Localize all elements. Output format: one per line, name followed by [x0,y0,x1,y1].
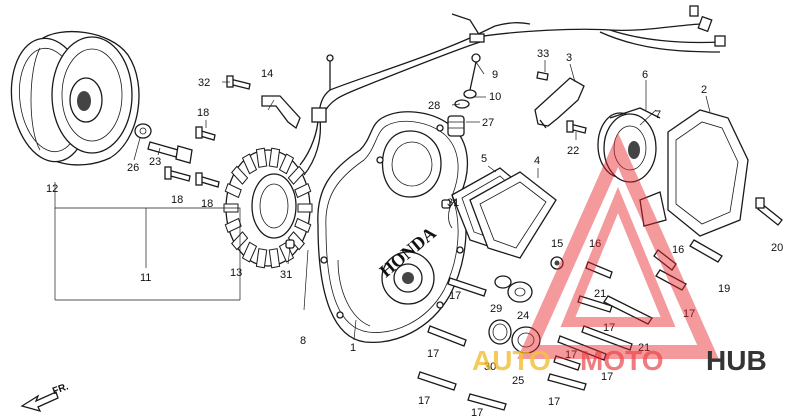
direction-label: FR. [51,381,70,397]
callout-27: 27 [482,117,494,129]
callout-15: 15 [551,238,563,250]
callout-10: 10 [489,91,501,103]
stator-tooth [224,183,242,199]
watermark: AUTO MOTO HUB [472,132,767,376]
callout-19: 19 [718,283,730,295]
watermark-auto: AUTO [472,345,551,376]
bracket [534,71,585,129]
callout-16a: 16 [589,238,601,250]
stator-tooth [255,248,268,269]
callout-labels: 12 11 26 23 18 18 18 32 14 13 31 31 8 1 … [46,48,783,419]
watermark-moto: MOTO [580,345,663,376]
stator-tooth [255,147,268,168]
callout-3: 3 [566,52,572,64]
flywheel-bolt [147,141,193,164]
callout-1: 1 [350,342,356,354]
cover-bolts [547,239,723,391]
callout-7: 7 [655,109,661,121]
watermark-triangle-outer [517,132,719,359]
watermark-triangle-inner [560,186,676,327]
stator-tooth [294,217,312,233]
callout-4: 4 [534,155,540,167]
callout-bracket [54,182,241,301]
callout-17c: 17 [418,395,430,407]
callout-6: 6 [642,69,648,81]
flywheel [10,30,140,166]
callout-23: 23 [149,156,161,168]
bolt-22 [566,120,587,134]
direction-arrow: FR. [20,381,70,413]
callout-12: 12 [46,183,58,195]
callout-17g: 17 [565,349,577,361]
callout-21b: 21 [638,342,650,354]
stator-tooth [231,165,249,185]
stator-tooth [241,241,258,263]
stator-tooth [268,147,281,168]
callout-18b: 18 [171,194,183,206]
callout-28: 28 [428,100,440,112]
callout-5: 5 [481,153,487,165]
stator-tooth [294,183,312,199]
callout-9: 9 [492,69,498,81]
callout-17d: 17 [471,407,483,419]
callout-20: 20 [771,242,783,254]
callout-18a: 18 [197,107,209,119]
stator-coil [223,117,322,269]
watermark-hub: HUB [706,345,767,376]
callout-30: 30 [484,361,496,373]
long-bolts [417,277,507,411]
callout-17b: 17 [427,348,439,360]
stator-tooth [278,241,295,263]
callout-8: 8 [300,335,306,347]
callout-17f: 17 [603,322,615,334]
seal-parts [488,256,564,354]
inspection-cover [448,171,557,259]
crankcase-cover: HONDA [317,111,469,344]
stator-tooth [268,248,281,269]
stator-tooth [241,153,258,175]
callout-11: 11 [140,272,151,284]
wire-harness [311,5,726,123]
callout-21a: 21 [594,288,606,300]
wire-clamp [261,95,301,130]
stator-tooth [297,203,313,213]
callout-22: 22 [567,145,579,157]
callout-32: 32 [198,77,210,89]
callout-2: 2 [701,84,707,96]
callout-26: 26 [127,162,139,174]
callout-13: 13 [230,267,242,279]
callout-14: 14 [261,68,273,80]
stator-tooth [287,231,305,251]
callout-16b: 16 [672,244,684,256]
callout-31a: 31 [280,269,292,281]
callout-17e: 17 [683,308,695,320]
callout-33: 33 [537,48,549,60]
callout-17i: 17 [548,396,560,408]
pulser-generator [597,107,661,183]
callout-25: 25 [512,375,524,387]
side-cover [639,109,749,237]
small-bolts [164,126,220,188]
callout-24: 24 [517,310,529,322]
callout-17a: 17 [449,290,461,302]
bolt-32 [226,75,251,90]
callout-17h: 17 [601,371,613,383]
callout-29: 29 [490,303,502,315]
washer-part [134,123,152,139]
leader-lines [133,60,711,341]
callout-18c: 18 [201,198,213,210]
callout-31b: 31 [447,197,459,209]
stator-tooth [278,153,295,175]
bolt-20 [755,197,783,226]
grommet-parts [447,53,481,137]
stator-tooth [287,165,305,185]
